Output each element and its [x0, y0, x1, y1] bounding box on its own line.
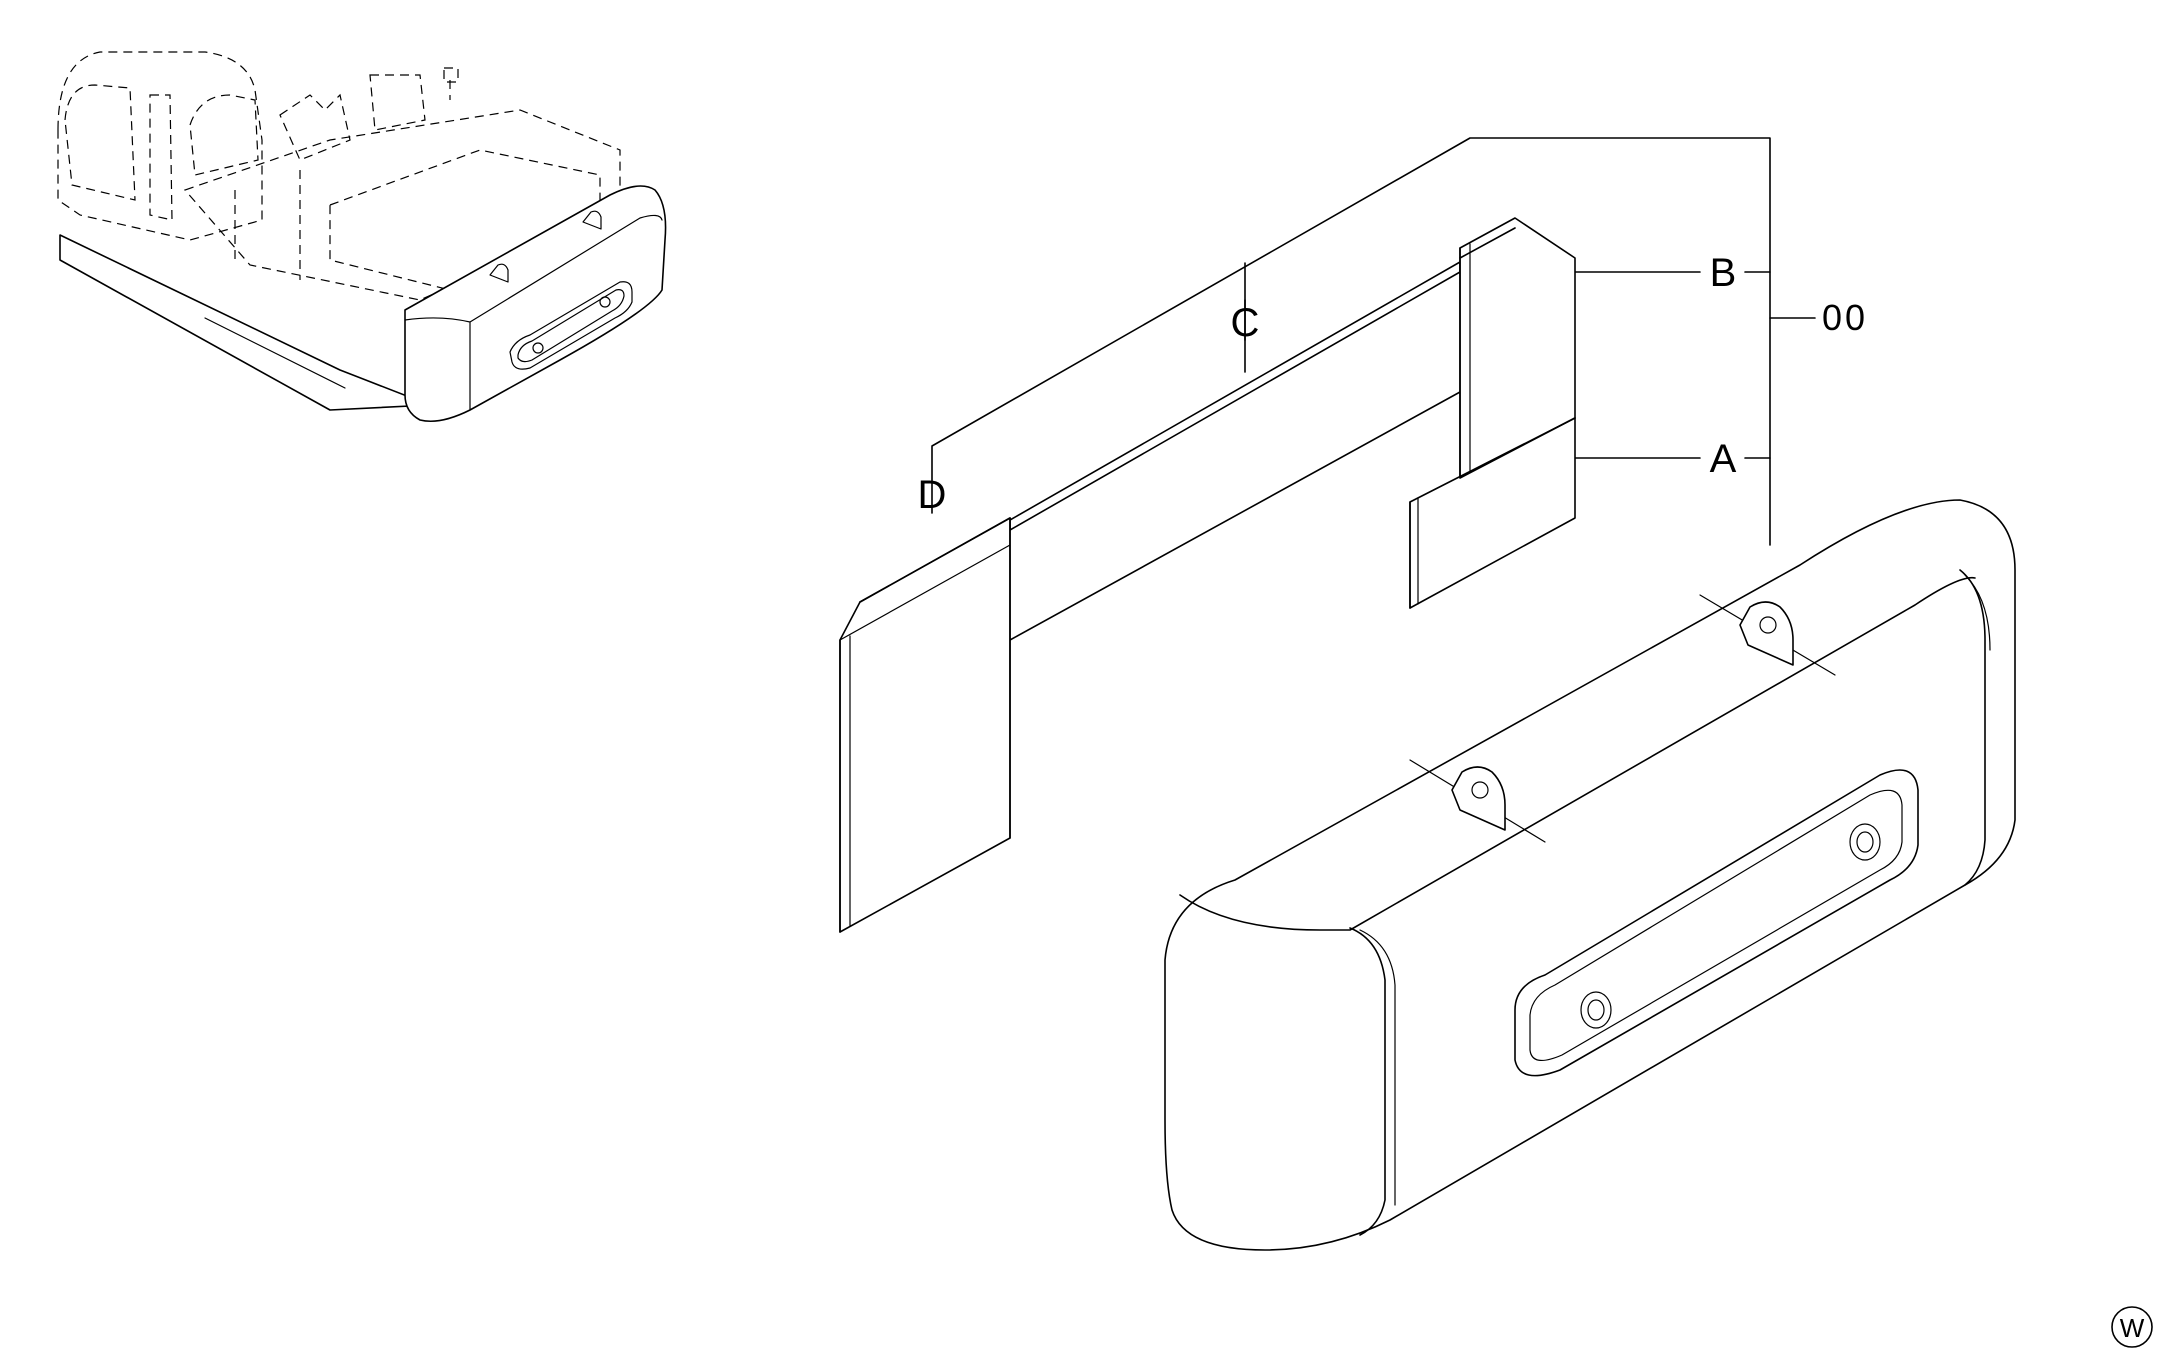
shim-plates [839, 217, 1576, 933]
callout-d: D [918, 473, 947, 517]
callout-b: B [1710, 251, 1737, 295]
callout-c: C [1231, 301, 1260, 345]
callout-a: A [1710, 437, 1737, 481]
w-mark-letter: W [2120, 1313, 2145, 1343]
excavator-thumbnail [57, 51, 667, 423]
callout-assembly: 00 [1822, 297, 1868, 338]
counterweight [1164, 499, 2016, 1251]
w-mark: W [2111, 1306, 2153, 1348]
leader-lines [931, 137, 1816, 546]
